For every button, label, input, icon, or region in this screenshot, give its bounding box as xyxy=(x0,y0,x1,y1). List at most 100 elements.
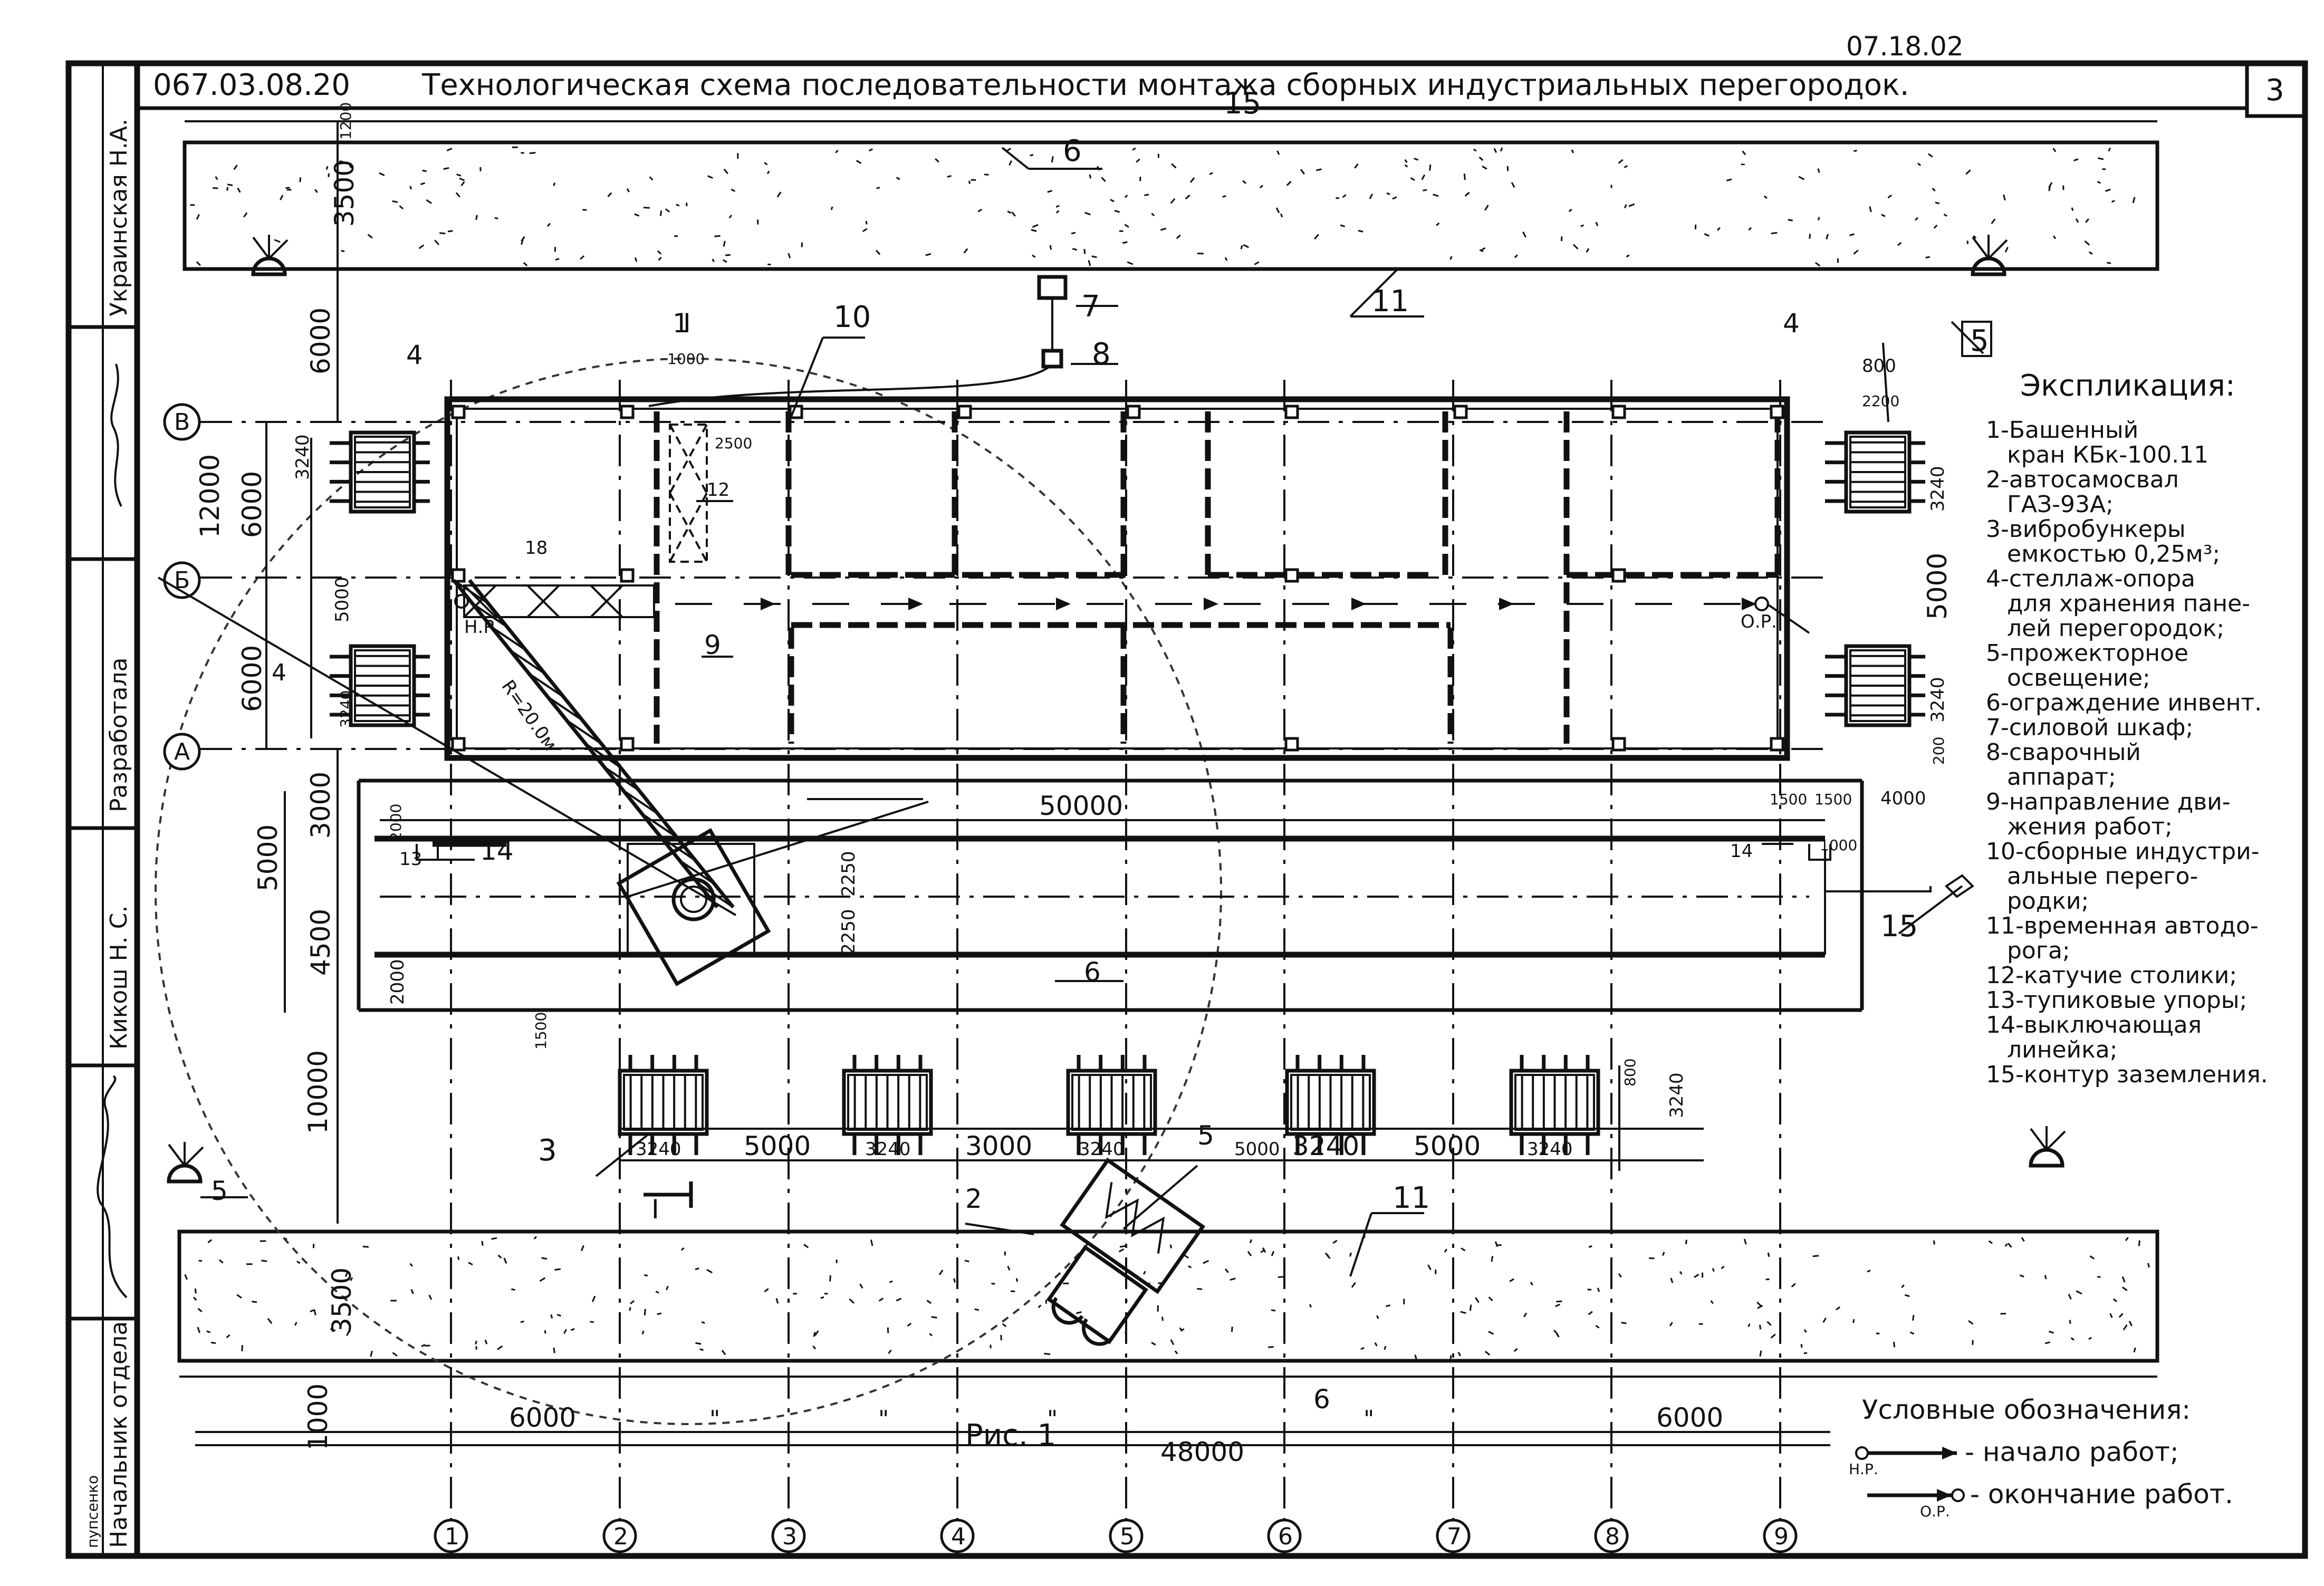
dim: 5000 xyxy=(744,1131,811,1161)
road-speck xyxy=(1481,247,1486,251)
dim: 2500 xyxy=(715,435,752,452)
road-speck xyxy=(2044,1341,2050,1344)
svg-text:Н.Р.: Н.Р. xyxy=(464,617,500,638)
road-speck xyxy=(1351,1282,1356,1288)
dim: 1200 xyxy=(337,102,354,140)
road-speck xyxy=(193,1296,197,1301)
road-speck xyxy=(1553,1329,1559,1335)
road-speck xyxy=(1679,1271,1683,1275)
explication-item: 7-силовой шкаф; xyxy=(1986,714,2193,741)
road-speck xyxy=(1595,222,1599,226)
road-speck xyxy=(1110,198,1115,203)
road-speck xyxy=(1332,1239,1338,1244)
stamp-note: пупсенко xyxy=(84,1475,101,1548)
road-speck xyxy=(674,235,678,237)
road-speck xyxy=(868,148,873,152)
road-speck xyxy=(990,1344,992,1349)
road-speck xyxy=(2073,158,2079,161)
road-speck xyxy=(1869,206,1872,213)
road-speck xyxy=(1247,1251,1252,1257)
road-speck xyxy=(1965,169,1971,175)
road-speck xyxy=(1127,261,1134,265)
road-speck xyxy=(1224,1268,1229,1273)
road-speck xyxy=(1157,153,1160,158)
road-speck xyxy=(1404,164,1408,168)
road-speck xyxy=(310,1309,314,1313)
road-speck xyxy=(484,1339,488,1344)
callout-2: 2 xyxy=(965,1184,982,1214)
road-speck xyxy=(2068,1294,2072,1300)
dim: 3240 xyxy=(1927,677,1948,723)
road-speck xyxy=(865,220,868,225)
dim: 200 xyxy=(1930,737,1947,765)
svg-text:В: В xyxy=(174,409,190,436)
road-speck xyxy=(1854,149,1857,152)
road-speck xyxy=(1032,224,1039,228)
road-speck xyxy=(420,182,425,185)
explication-item: 2-автосамосвал xyxy=(1986,466,2179,493)
road-speck xyxy=(695,1267,699,1271)
road-speck xyxy=(1826,234,1829,240)
road-speck xyxy=(497,1345,503,1350)
road-speck xyxy=(468,1262,473,1266)
sheet-number: 3 xyxy=(2265,73,2284,108)
dim: 2000 xyxy=(387,959,408,1005)
road-speck xyxy=(520,1320,524,1323)
road-speck xyxy=(1915,217,1919,221)
welding-unit xyxy=(648,349,1063,407)
road-speck xyxy=(1694,224,1697,229)
road-speck xyxy=(1935,201,1940,205)
road-speck xyxy=(2021,1237,2025,1242)
stamp-name-ukr: Украинская Н.А. xyxy=(105,119,132,316)
road-speck xyxy=(862,228,868,232)
road-speck xyxy=(1449,1355,1452,1359)
road-speck xyxy=(2069,1320,2071,1324)
explication-item: лей перегородок; xyxy=(2007,615,2224,642)
road-speck xyxy=(1925,256,1931,258)
road-speck xyxy=(1763,195,1768,199)
road-speck xyxy=(657,1312,662,1315)
road-speck xyxy=(1259,185,1264,189)
road-speck xyxy=(1670,1277,1674,1283)
road-speck xyxy=(929,1333,933,1337)
road-speck xyxy=(285,187,290,189)
road-speck xyxy=(1626,254,1630,258)
explication-item: для хранения пане- xyxy=(2007,590,2250,617)
road-speck xyxy=(439,232,446,235)
road-speck xyxy=(1588,1311,1593,1315)
dim: 6000 xyxy=(509,1402,576,1433)
road-speck xyxy=(1170,1339,1175,1345)
road-speck xyxy=(1009,160,1012,166)
storage-rack xyxy=(1066,1055,1157,1155)
road-speck xyxy=(630,1300,635,1304)
road-speck xyxy=(233,165,238,170)
road-speck xyxy=(1968,1320,1974,1325)
road-speck xyxy=(1071,232,1076,235)
road-speck xyxy=(1624,165,1628,168)
road-speck xyxy=(349,164,352,169)
svg-text:Н.Р.: Н.Р. xyxy=(1849,1460,1878,1478)
road-speck xyxy=(591,1295,596,1302)
road-speck xyxy=(1597,1287,1600,1292)
road-speck xyxy=(410,1289,414,1294)
column-axis-label: 5 xyxy=(1120,1523,1135,1550)
road-speck xyxy=(1083,248,1086,254)
road-speck xyxy=(521,239,524,245)
road-speck xyxy=(503,1257,507,1264)
road-speck xyxy=(699,1348,704,1351)
road-speck xyxy=(236,1294,242,1299)
floodlight-sw xyxy=(167,1142,204,1184)
road-speck xyxy=(1030,153,1034,157)
legend-title: Условные обозначения: xyxy=(1862,1395,2191,1425)
road-speck xyxy=(1240,245,1243,249)
road-speck xyxy=(521,236,525,242)
road-speck xyxy=(974,1308,979,1311)
road-speck xyxy=(426,199,432,204)
storage-rack xyxy=(618,1055,709,1155)
dim: 5000 xyxy=(1414,1131,1481,1161)
crane-reach-circle xyxy=(155,358,1222,1425)
dim: 6000 xyxy=(237,471,267,538)
column-axis-bubble xyxy=(940,1518,975,1553)
road-speck xyxy=(2084,240,2090,246)
road-speck xyxy=(1171,163,1177,169)
